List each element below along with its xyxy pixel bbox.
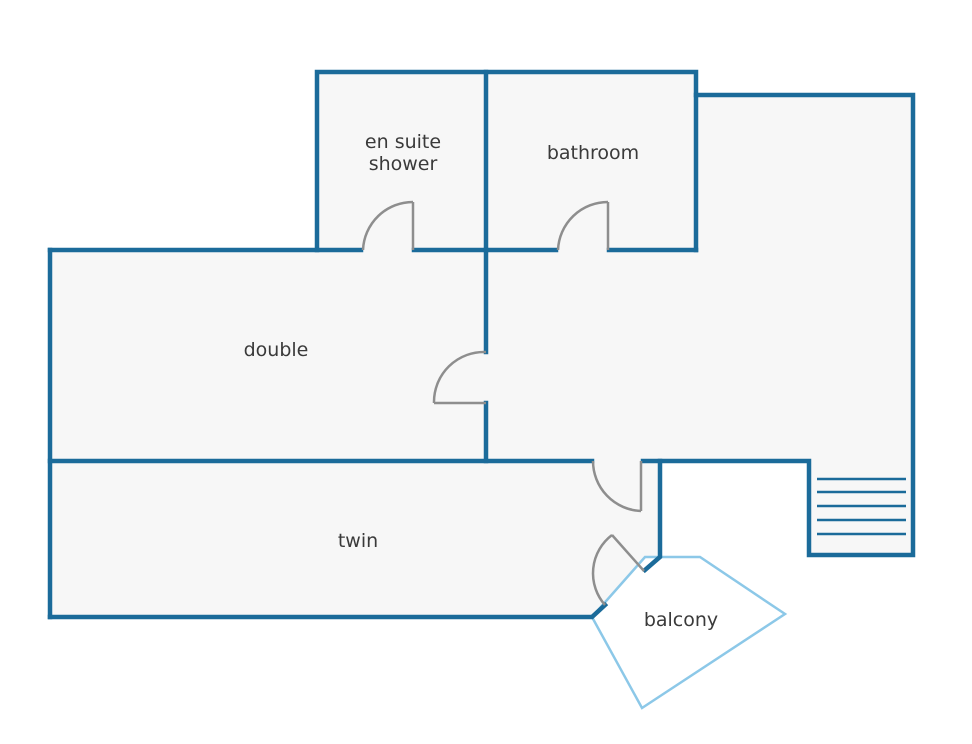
twin-bottom-wall: [47, 601, 609, 620]
en-suite-floor: [317, 72, 486, 250]
twin-door: [591, 460, 643, 513]
balcony-outline: [590, 555, 788, 710]
double-door: [432, 350, 487, 405]
twin-label: twin: [338, 530, 378, 552]
upper-rooms-wall: [314, 69, 699, 253]
double-floor: [50, 250, 486, 461]
hallway-floor: [486, 95, 913, 555]
balcony-label: balcony: [644, 609, 718, 631]
bathroom-label: bathroom: [547, 142, 639, 164]
en-suite-label-line1: en suite: [365, 131, 441, 153]
floor-fills: [50, 72, 913, 617]
walls: [47, 69, 916, 620]
doors: [361, 200, 645, 606]
twin-floor: [50, 461, 660, 617]
twin-right-wall: [641, 458, 663, 574]
bathroom-floor: [486, 72, 696, 250]
en-suite-label-line2: shower: [369, 153, 438, 175]
hall-outer-wall: [640, 92, 916, 558]
balcony-door: [591, 534, 645, 606]
room-labels: en suite shower bathroom double twin bal…: [244, 131, 719, 631]
double-label: double: [244, 339, 309, 361]
bathroom-door: [556, 200, 610, 251]
ensuite-door: [361, 200, 415, 251]
stairs: [817, 477, 906, 536]
